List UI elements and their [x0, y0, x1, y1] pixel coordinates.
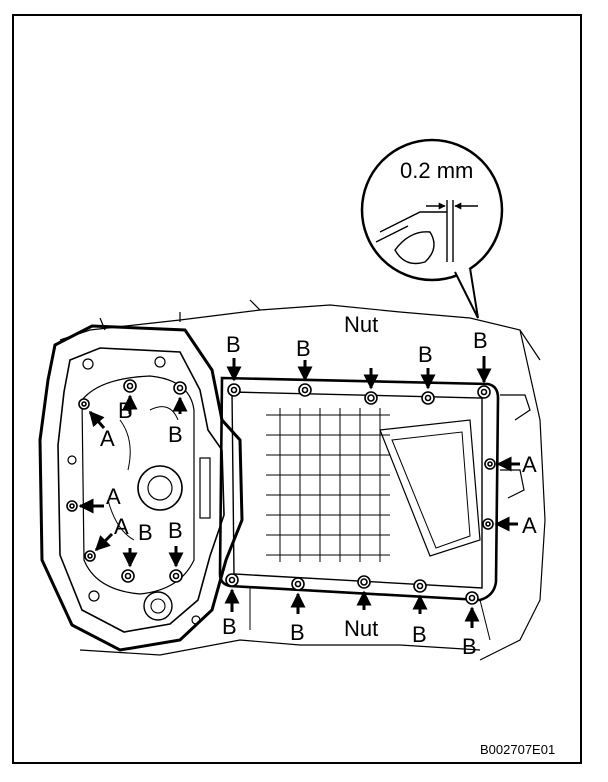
- bolt-set: [66, 379, 496, 605]
- pointer-arrows: [78, 356, 520, 628]
- bolt-b: [477, 385, 491, 399]
- label-a: A: [522, 513, 537, 538]
- bolt-b: [169, 569, 183, 583]
- label-b: B: [168, 518, 183, 543]
- bolt-a: [84, 550, 96, 562]
- label-b: B: [222, 614, 237, 639]
- bolt-b: [298, 383, 312, 397]
- nut-label-top: Nut: [344, 312, 378, 337]
- label-b: B: [412, 622, 427, 647]
- label-b: B: [226, 332, 241, 357]
- bolt-a: [484, 458, 496, 470]
- gap-detail-drawing: [375, 200, 478, 265]
- bolt-b: [173, 381, 187, 395]
- bolt-b: [291, 577, 305, 591]
- label-b: B: [418, 342, 433, 367]
- label-b: B: [118, 398, 133, 423]
- figure-code: B002707E01: [480, 742, 555, 757]
- bolt-b: [413, 579, 427, 593]
- gap-measurement-label: 0.2 mm: [400, 158, 473, 183]
- main-oil-pan: [218, 376, 500, 641]
- bolt-b: [227, 383, 241, 397]
- bolt-b: [465, 591, 479, 605]
- label-b: B: [462, 634, 477, 659]
- label-a: A: [114, 514, 129, 539]
- label-b: B: [168, 422, 183, 447]
- label-a: A: [100, 426, 115, 451]
- bolt-b: [225, 573, 239, 587]
- nut: [357, 575, 371, 589]
- bolt-a: [66, 500, 78, 512]
- bolt-b: [421, 391, 435, 405]
- bolt-b: [121, 569, 135, 583]
- bolt-a: [78, 398, 90, 410]
- label-b: B: [290, 620, 305, 645]
- label-b: B: [138, 520, 153, 545]
- label-b: B: [473, 328, 488, 353]
- detail-callout: 0.2 mm: [360, 138, 504, 319]
- nut-label-bottom: Nut: [344, 616, 378, 641]
- front-oil-pan-housing: [38, 324, 244, 652]
- label-a: A: [106, 484, 121, 509]
- callout-labels: Nut B B B B A A B B Nut B B B B A A A B …: [100, 312, 537, 659]
- bolt-a: [482, 518, 494, 530]
- bolt-b: [123, 379, 137, 393]
- label-a: A: [522, 452, 537, 477]
- label-b: B: [296, 336, 311, 361]
- nut: [364, 391, 378, 405]
- pan-rib-grid: [266, 408, 390, 562]
